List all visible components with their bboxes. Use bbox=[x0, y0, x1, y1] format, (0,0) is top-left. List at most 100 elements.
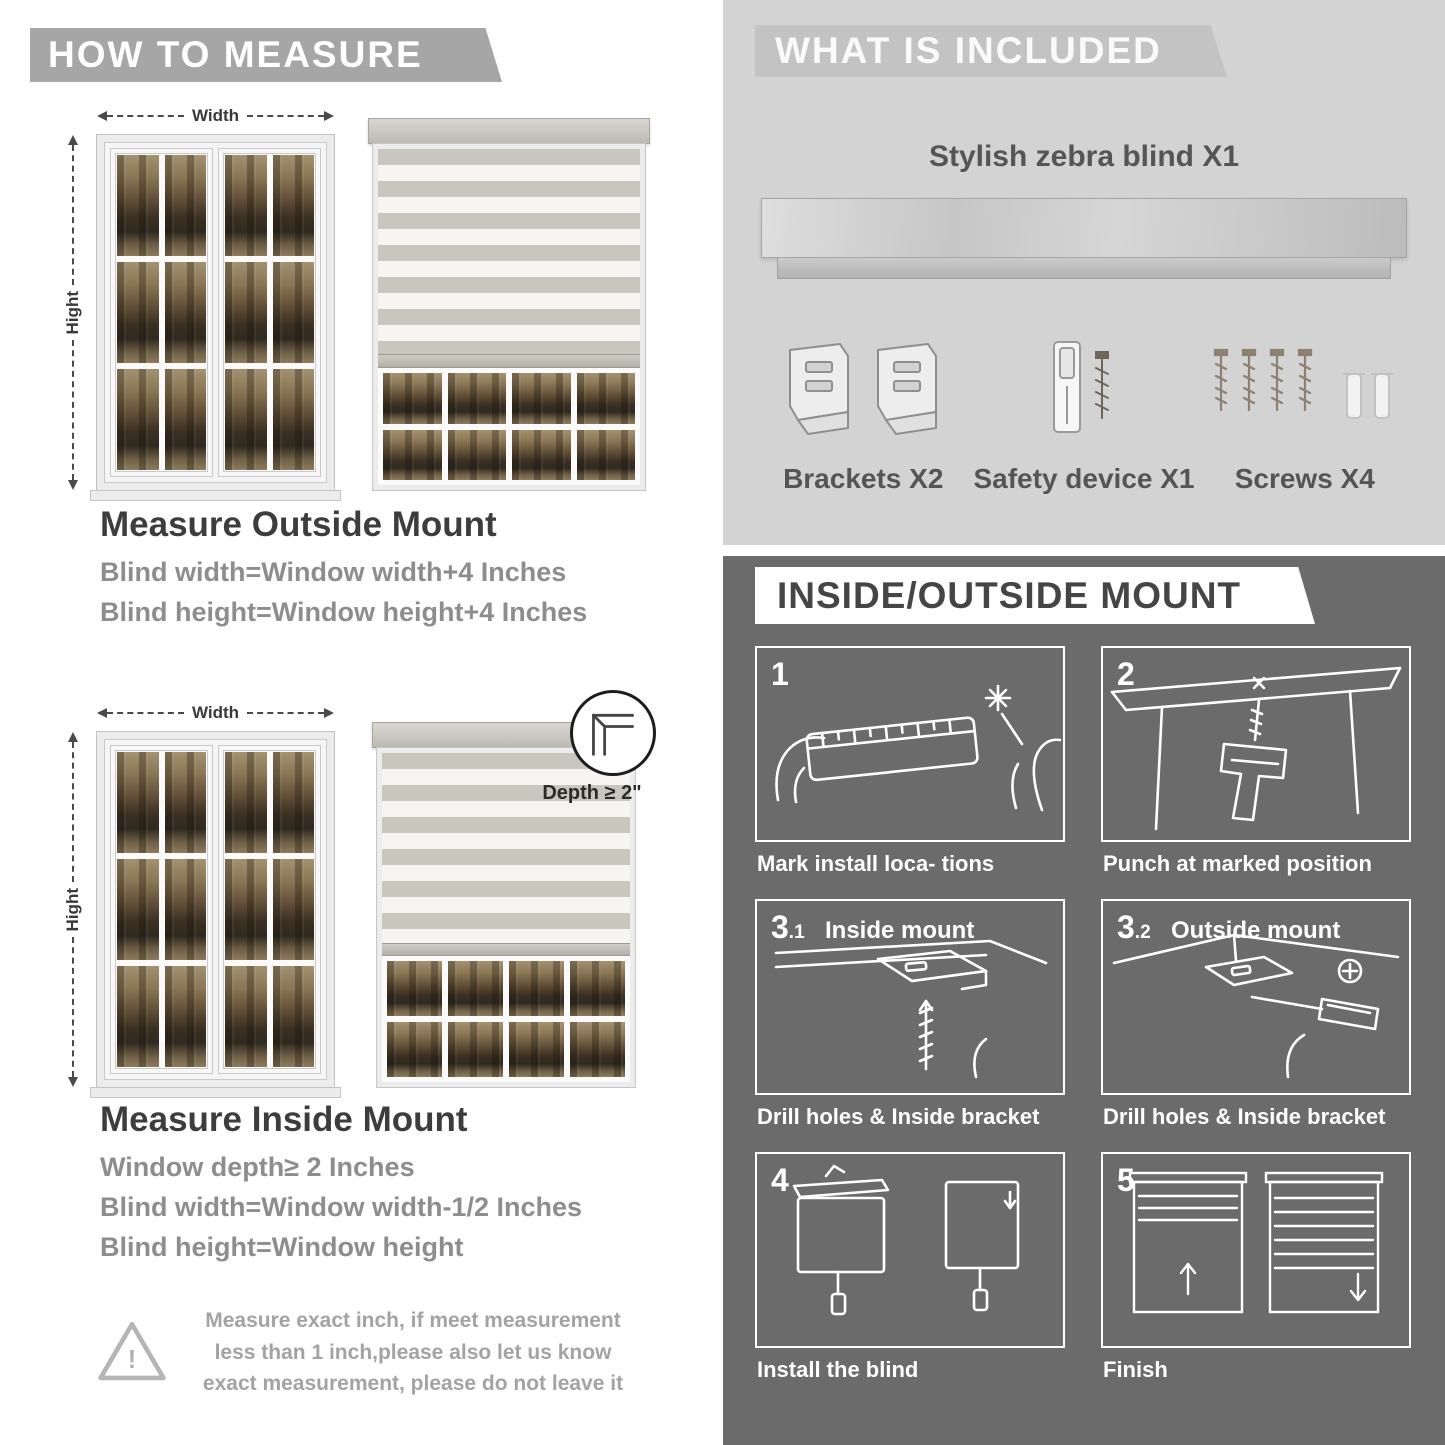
step-number-sub: .2 bbox=[1134, 922, 1151, 943]
mount-steps-header: INSIDE/OUTSIDE MOUNT bbox=[755, 567, 1315, 624]
arrow-right-icon bbox=[324, 111, 334, 121]
window-figure-inside: Width Hight bbox=[62, 702, 341, 1098]
inside-depth-rule: Window depth≥ 2 Inches bbox=[100, 1152, 415, 1182]
outside-mount-label: Outside mount bbox=[1171, 917, 1341, 944]
step-5-caption: Finish bbox=[1103, 1357, 1168, 1382]
headrail-valance bbox=[777, 258, 1391, 279]
arrow-down-icon bbox=[68, 1077, 78, 1087]
zebra-blind-figure-inside: Depth ≥ 2" bbox=[372, 690, 656, 1088]
screws-icon bbox=[1205, 325, 1405, 457]
inside-bracket-illustration bbox=[774, 939, 1048, 1079]
outside-bracket-illustration bbox=[1112, 933, 1400, 1079]
inside-mount-text: Measure Inside Mount Window depth≥ 2 Inc… bbox=[100, 1100, 582, 1272]
step-number: 5 bbox=[1117, 1162, 1135, 1198]
safety-device-label: Safety device X1 bbox=[973, 463, 1195, 494]
step-3-2: 3.2 Outside mount bbox=[1101, 899, 1411, 1146]
inside-mount-label: Inside mount bbox=[825, 917, 975, 944]
arrow-right-icon bbox=[324, 708, 334, 718]
step-3-2-panel: 3.2 Outside mount bbox=[1101, 899, 1411, 1095]
blind-bottom-rail bbox=[378, 354, 640, 368]
outside-mount-text: Measure Outside Mount Blind width=Window… bbox=[100, 505, 587, 637]
step-3-1-panel: 3.1 Inside mount bbox=[755, 899, 1065, 1095]
step-1: 1 bbox=[755, 646, 1065, 893]
step-1-panel: 1 bbox=[755, 646, 1065, 842]
window-illustration bbox=[96, 731, 335, 1088]
width-label: Width bbox=[191, 703, 240, 722]
step-2-caption: Punch at marked position bbox=[1103, 851, 1372, 876]
width-label: Width bbox=[191, 106, 240, 125]
blind-bottom-rail bbox=[382, 943, 630, 956]
warning-exclamation: ! bbox=[127, 1344, 137, 1375]
step-5: 5 bbox=[1101, 1152, 1411, 1399]
outside-width-formula: Blind width=Window width+4 Inches bbox=[100, 557, 567, 587]
step-3-1-caption: Drill holes & Inside bracket bbox=[757, 1104, 1040, 1129]
included-items: Brackets X2 bbox=[753, 325, 1415, 495]
mark-locations-illustration bbox=[775, 684, 1062, 812]
window-under-blind bbox=[378, 368, 640, 485]
drill-position-illustration bbox=[1110, 666, 1402, 831]
finish-illustration bbox=[1128, 1171, 1384, 1314]
warning-text: Measure exact inch, if meet measurement … bbox=[202, 1309, 624, 1395]
brackets-label: Brackets X2 bbox=[783, 463, 944, 494]
install-blind-illustration bbox=[792, 1164, 1020, 1316]
arrow-up-icon bbox=[68, 135, 78, 145]
window-sill bbox=[90, 490, 341, 501]
step-4-panel: 4 bbox=[755, 1152, 1065, 1348]
window-figure-outside: Width Hight bbox=[62, 105, 341, 501]
step-4-caption: Install the blind bbox=[757, 1357, 919, 1382]
included-item-brackets: Brackets X2 bbox=[753, 325, 973, 495]
brackets-icon bbox=[778, 325, 948, 457]
step-2: 2 bbox=[1101, 646, 1411, 893]
zebra-shade bbox=[378, 149, 640, 354]
step-3-2-caption: Drill holes & Inside bracket bbox=[1103, 1104, 1386, 1129]
mount-steps-header-label: INSIDE/OUTSIDE MOUNT bbox=[777, 575, 1242, 616]
depth-detail-circle bbox=[570, 690, 656, 776]
step-number-sub: .1 bbox=[788, 922, 805, 943]
inside-mount-title: Measure Inside Mount bbox=[100, 1100, 468, 1139]
included-item-safety-device: Safety device X1 bbox=[973, 325, 1195, 495]
height-label: Hight bbox=[63, 290, 82, 335]
window-illustration bbox=[96, 134, 335, 491]
frame-corner-icon bbox=[592, 713, 634, 756]
inside-width-formula: Blind width=Window width-1/2 Inches bbox=[100, 1192, 583, 1222]
height-arrow: Hight bbox=[62, 135, 84, 490]
how-to-measure-section: HOW TO MEASURE Width Hight bbox=[0, 0, 710, 1445]
what-is-included-header: WHAT IS INCLUDED bbox=[755, 25, 1227, 77]
inside-height-formula: Blind height=Window height bbox=[100, 1232, 464, 1262]
safety-device-icon bbox=[1024, 325, 1144, 457]
step-2-panel: 2 bbox=[1101, 646, 1411, 842]
width-arrow: Width bbox=[97, 702, 334, 724]
window-sill bbox=[90, 1087, 341, 1098]
depth-note: Depth ≥ 2" bbox=[542, 782, 642, 804]
zebra-blind-figure-outside bbox=[368, 118, 650, 491]
mount-steps-section: INSIDE/OUTSIDE MOUNT 1 bbox=[723, 556, 1445, 1445]
arrow-left-icon bbox=[97, 111, 107, 121]
step-number: 2 bbox=[1117, 656, 1135, 692]
product-label: Stylish zebra blind X1 bbox=[928, 140, 1240, 173]
step-number: 3 bbox=[1117, 909, 1135, 945]
window-sash bbox=[111, 746, 212, 1073]
headrail-top bbox=[761, 198, 1407, 258]
outside-height-formula: Blind height=Window height+4 Inches bbox=[100, 597, 588, 627]
step-number: 4 bbox=[771, 1162, 789, 1198]
step-number: 1 bbox=[771, 656, 789, 692]
blind-cassette bbox=[368, 118, 650, 144]
included-item-screws: Screws X4 bbox=[1195, 325, 1415, 495]
outside-mount-title: Measure Outside Mount bbox=[100, 505, 497, 544]
screws-label: Screws X4 bbox=[1234, 463, 1375, 494]
window-sash bbox=[111, 149, 212, 476]
measurement-warning: ! Measure exact inch, if meet measuremen… bbox=[95, 1305, 635, 1400]
step-number: 3 bbox=[771, 909, 789, 945]
window-sash bbox=[219, 746, 320, 1073]
what-is-included-header-label: WHAT IS INCLUDED bbox=[775, 30, 1162, 71]
step-1-caption: Mark install loca- tions bbox=[757, 851, 995, 876]
height-label: Hight bbox=[63, 887, 82, 932]
what-is-included-section: WHAT IS INCLUDED Stylish zebra blind X1 bbox=[723, 0, 1445, 545]
step-5-panel: 5 bbox=[1101, 1152, 1411, 1348]
zebra-shade bbox=[382, 753, 630, 943]
warning-triangle-icon: ! bbox=[95, 1318, 169, 1386]
arrow-up-icon bbox=[68, 732, 78, 742]
how-to-measure-header-label: HOW TO MEASURE bbox=[48, 34, 423, 75]
mount-steps-grid: 1 bbox=[755, 646, 1411, 1399]
